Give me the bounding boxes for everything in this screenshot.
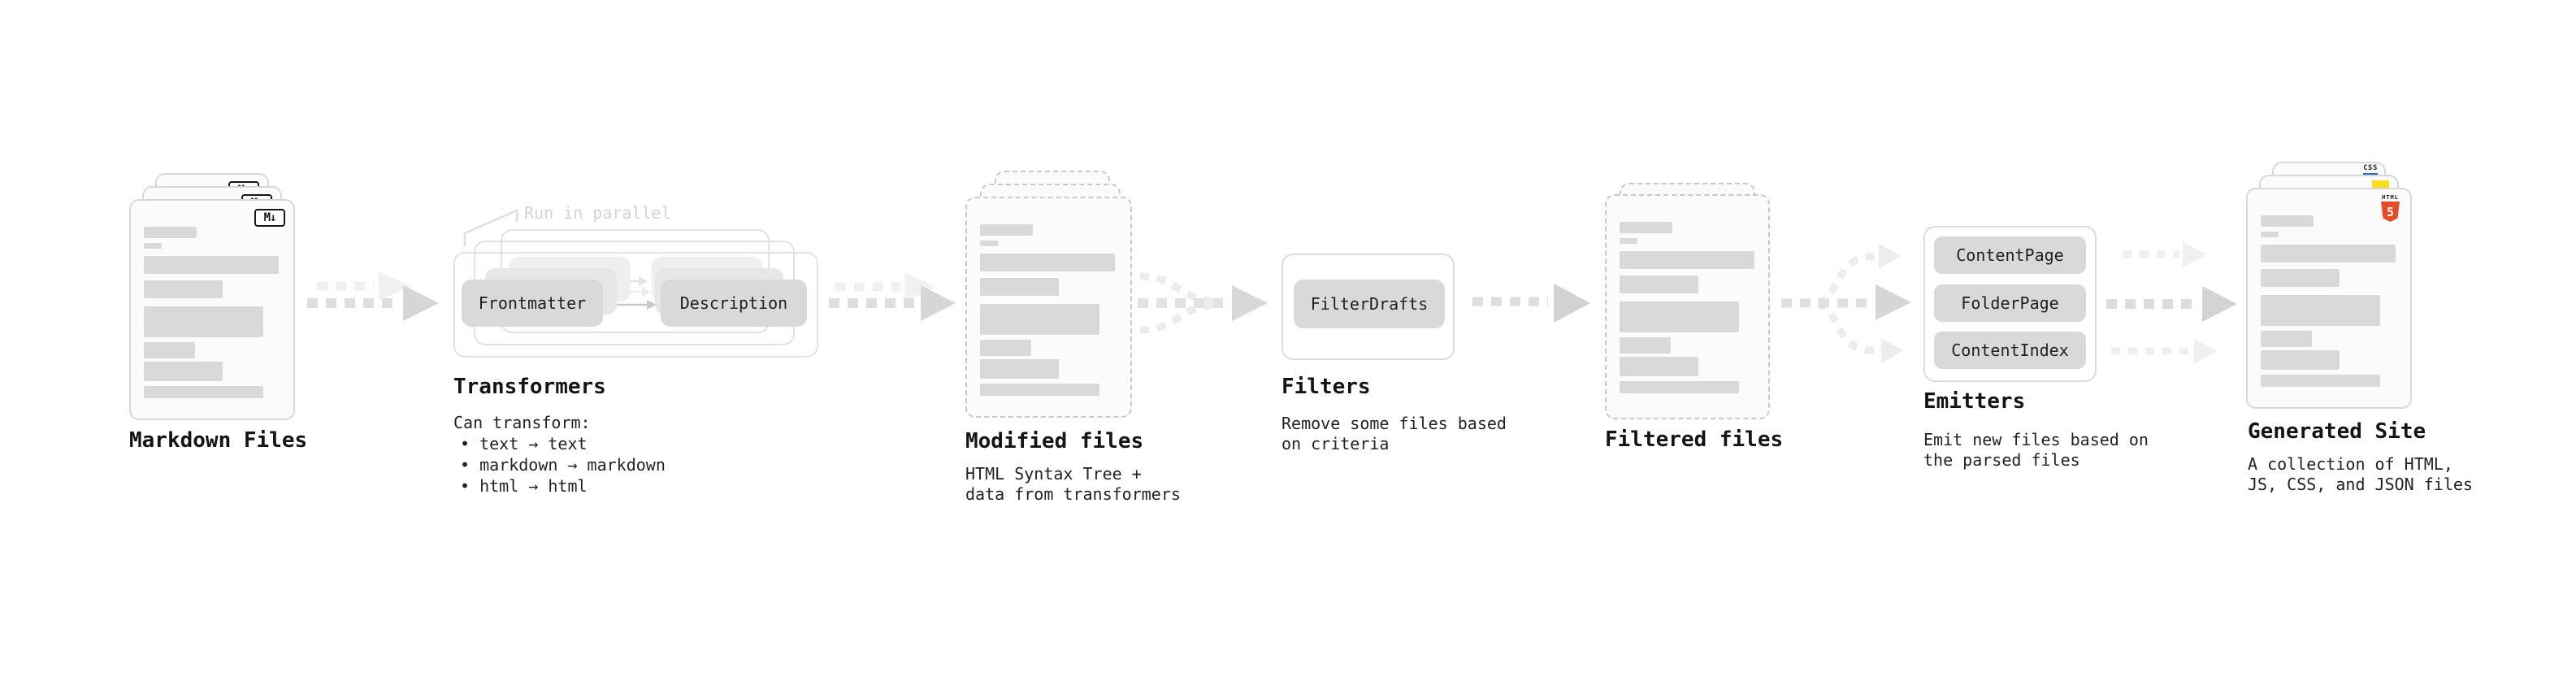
filters-desc: Remove some files based [1281,414,1507,433]
content-line [2261,295,2380,326]
content-line [2261,215,2314,227]
content-line [1620,251,1754,269]
html5-file-icon: HTML 5 [2380,194,2400,222]
content-line [1620,275,1698,293]
css-file-icon: CSS [2361,165,2379,176]
content-line [980,304,1099,335]
transformer-layer-front [453,252,818,358]
content-line [2261,269,2340,287]
modified-files-label: Modified files [965,429,1144,453]
transformers-bullet: • html → html [460,476,588,496]
content-line [1620,357,1698,376]
content-line [980,384,1099,396]
content-line [1620,238,1637,244]
contentpage-emitter-node: ContentPage [1934,236,2086,274]
generated-site-desc: A collection of HTML, [2248,454,2453,474]
markdown-files-label: Markdown Files [129,428,308,453]
modified-files-desc: HTML Syntax Tree + [965,464,1142,484]
transformers-bullet: • markdown → markdown [460,455,666,475]
generated-site-desc: JS, CSS, and JSON files [2248,475,2473,494]
filtered-file-card-front [1605,194,1770,419]
transformers-label: Transformers [453,375,606,399]
frontmatter-transformer-node: Frontmatter [462,280,603,327]
filterdrafts-filter-node: FilterDrafts [1294,280,1445,328]
content-line [144,362,223,381]
description-transformer-node: Description [661,280,807,327]
content-line [144,256,279,274]
transformers-desc-heading: Can transform: [453,413,591,432]
arrow-markdown-to-transformers [307,271,439,321]
content-line [144,243,162,249]
modified-file-card-front [965,197,1132,418]
filters-label: Filters [1281,375,1371,399]
content-line [144,342,195,358]
generated-file-card-html: HTML 5 [2246,188,2412,409]
content-line [2261,331,2312,347]
content-line [980,254,1115,271]
content-line [2261,245,2396,262]
arrow-emitters-to-generated [2106,242,2237,364]
folderpage-emitter-node: FolderPage [1934,284,2086,322]
emitters-desc: the parsed files [1923,450,2080,470]
arrow-filtered-to-emitters [1781,244,1911,363]
arrow-modified-to-filters [1138,272,1268,334]
javascript-file-icon [2372,180,2389,188]
generated-site-label: Generated Site [2248,419,2426,444]
content-line [1620,381,1739,393]
content-line [980,340,1031,356]
emitters-label: Emitters [1923,389,2026,414]
filtered-files-label: Filtered files [1605,427,1784,452]
content-line [1620,301,1739,332]
content-line [1620,222,1672,233]
content-line [144,280,223,298]
content-line [1620,337,1671,354]
content-line [2261,350,2340,370]
transformers-bullet: • text → text [460,434,588,453]
arrow-filters-to-filtered [1472,284,1590,323]
content-line [980,224,1033,236]
emitters-desc: Emit new files based on [1923,430,2149,449]
content-line [980,359,1059,379]
content-line [144,227,197,238]
content-line [144,306,263,337]
markdown-file-card-front: M↓ [129,199,295,420]
content-line [144,386,263,398]
contentindex-emitter-node: ContentIndex [1934,332,2086,369]
content-line [2261,375,2380,387]
run-in-parallel-note: Run in parallel [524,203,671,223]
content-line [2261,232,2279,237]
arrow-transformers-to-modified [829,272,956,321]
modified-files-desc: data from transformers [965,484,1181,504]
content-line [980,241,998,246]
content-line [980,278,1059,296]
markdown-icon: M↓ [254,209,285,227]
filters-desc: on criteria [1281,434,1390,453]
